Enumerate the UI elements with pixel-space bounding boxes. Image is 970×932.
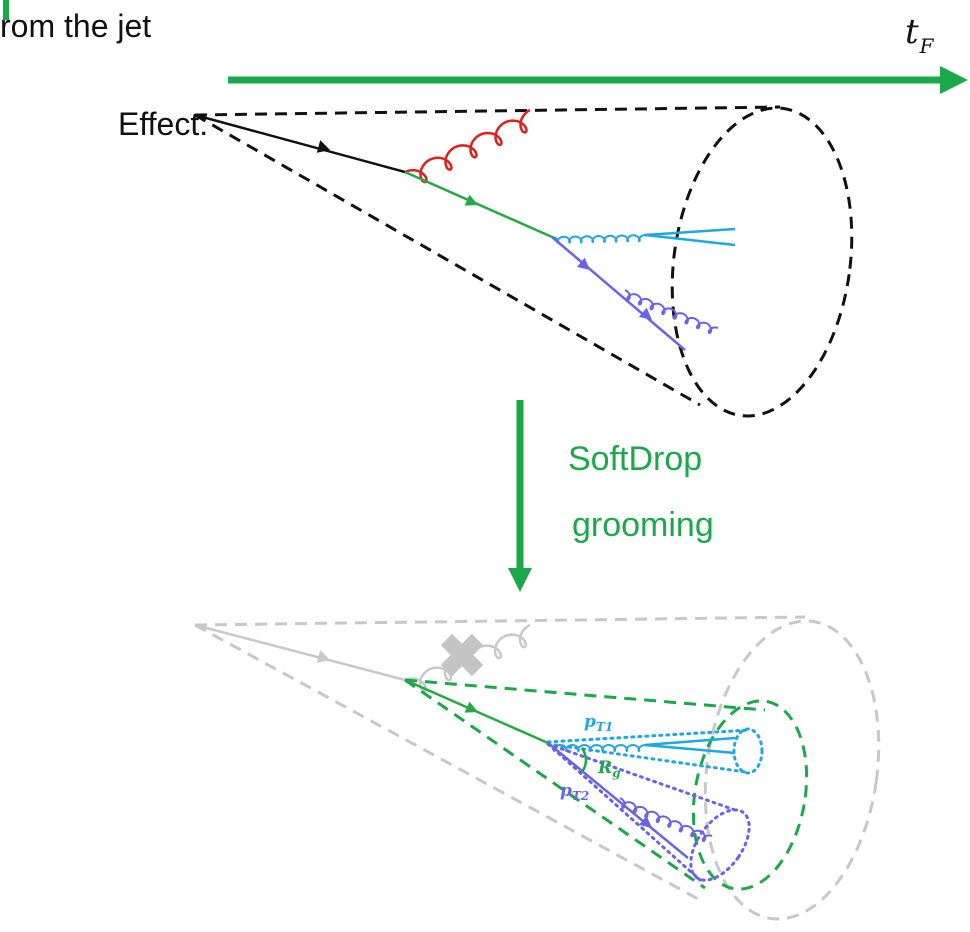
partial-heading: rom the jet bbox=[0, 8, 151, 45]
pt2-label: pT2 bbox=[560, 781, 589, 803]
cyan-subjet-branch-b bbox=[645, 745, 735, 753]
grey-cone-ellipse bbox=[687, 610, 897, 927]
cyan-branch-b bbox=[645, 235, 735, 245]
cone-lower-edge bbox=[195, 115, 700, 405]
softdrop-arrowhead bbox=[508, 568, 532, 592]
time-axis-arrowhead bbox=[940, 66, 968, 94]
grey-cone-upper bbox=[195, 617, 805, 625]
cyan-subjet-branch-a bbox=[645, 738, 735, 745]
cone-upper-edge bbox=[195, 107, 780, 115]
green-quark-line bbox=[405, 172, 552, 237]
purple-quark-line bbox=[552, 237, 685, 350]
grey-quark-line bbox=[195, 625, 405, 680]
ungroomed-jet bbox=[195, 96, 871, 427]
soft-gluon bbox=[405, 110, 530, 182]
groomed-green-arrow bbox=[465, 702, 481, 718]
pt1-label: pT1 bbox=[584, 712, 613, 734]
groomed-cone-ellipse bbox=[679, 692, 820, 898]
rg-angle-arc bbox=[582, 748, 586, 772]
initial-quark-arrow bbox=[317, 140, 332, 156]
cyan-branch-a bbox=[645, 229, 735, 235]
removed-cross-icon bbox=[431, 624, 493, 686]
green-quark-arrow bbox=[465, 195, 481, 211]
cyan-gluon bbox=[552, 235, 645, 243]
effect-label: Effect: bbox=[118, 106, 208, 143]
groomed-cone-upper bbox=[405, 680, 765, 710]
cyan-subjet-cone-end bbox=[734, 729, 762, 773]
initial-quark-line bbox=[195, 115, 405, 172]
softdrop-label: SoftDrop bbox=[568, 440, 702, 479]
rg-label: Rg bbox=[597, 758, 621, 780]
time-subscript: F bbox=[920, 34, 934, 58]
grey-quark-arrow bbox=[317, 650, 332, 666]
time-variable: t bbox=[905, 12, 919, 52]
time-axis-label: tF bbox=[905, 12, 934, 52]
grooming-label: grooming bbox=[572, 506, 714, 545]
cone-ellipse bbox=[653, 96, 870, 427]
groomed-jet: pT1 Rg pT2 bbox=[195, 610, 897, 927]
